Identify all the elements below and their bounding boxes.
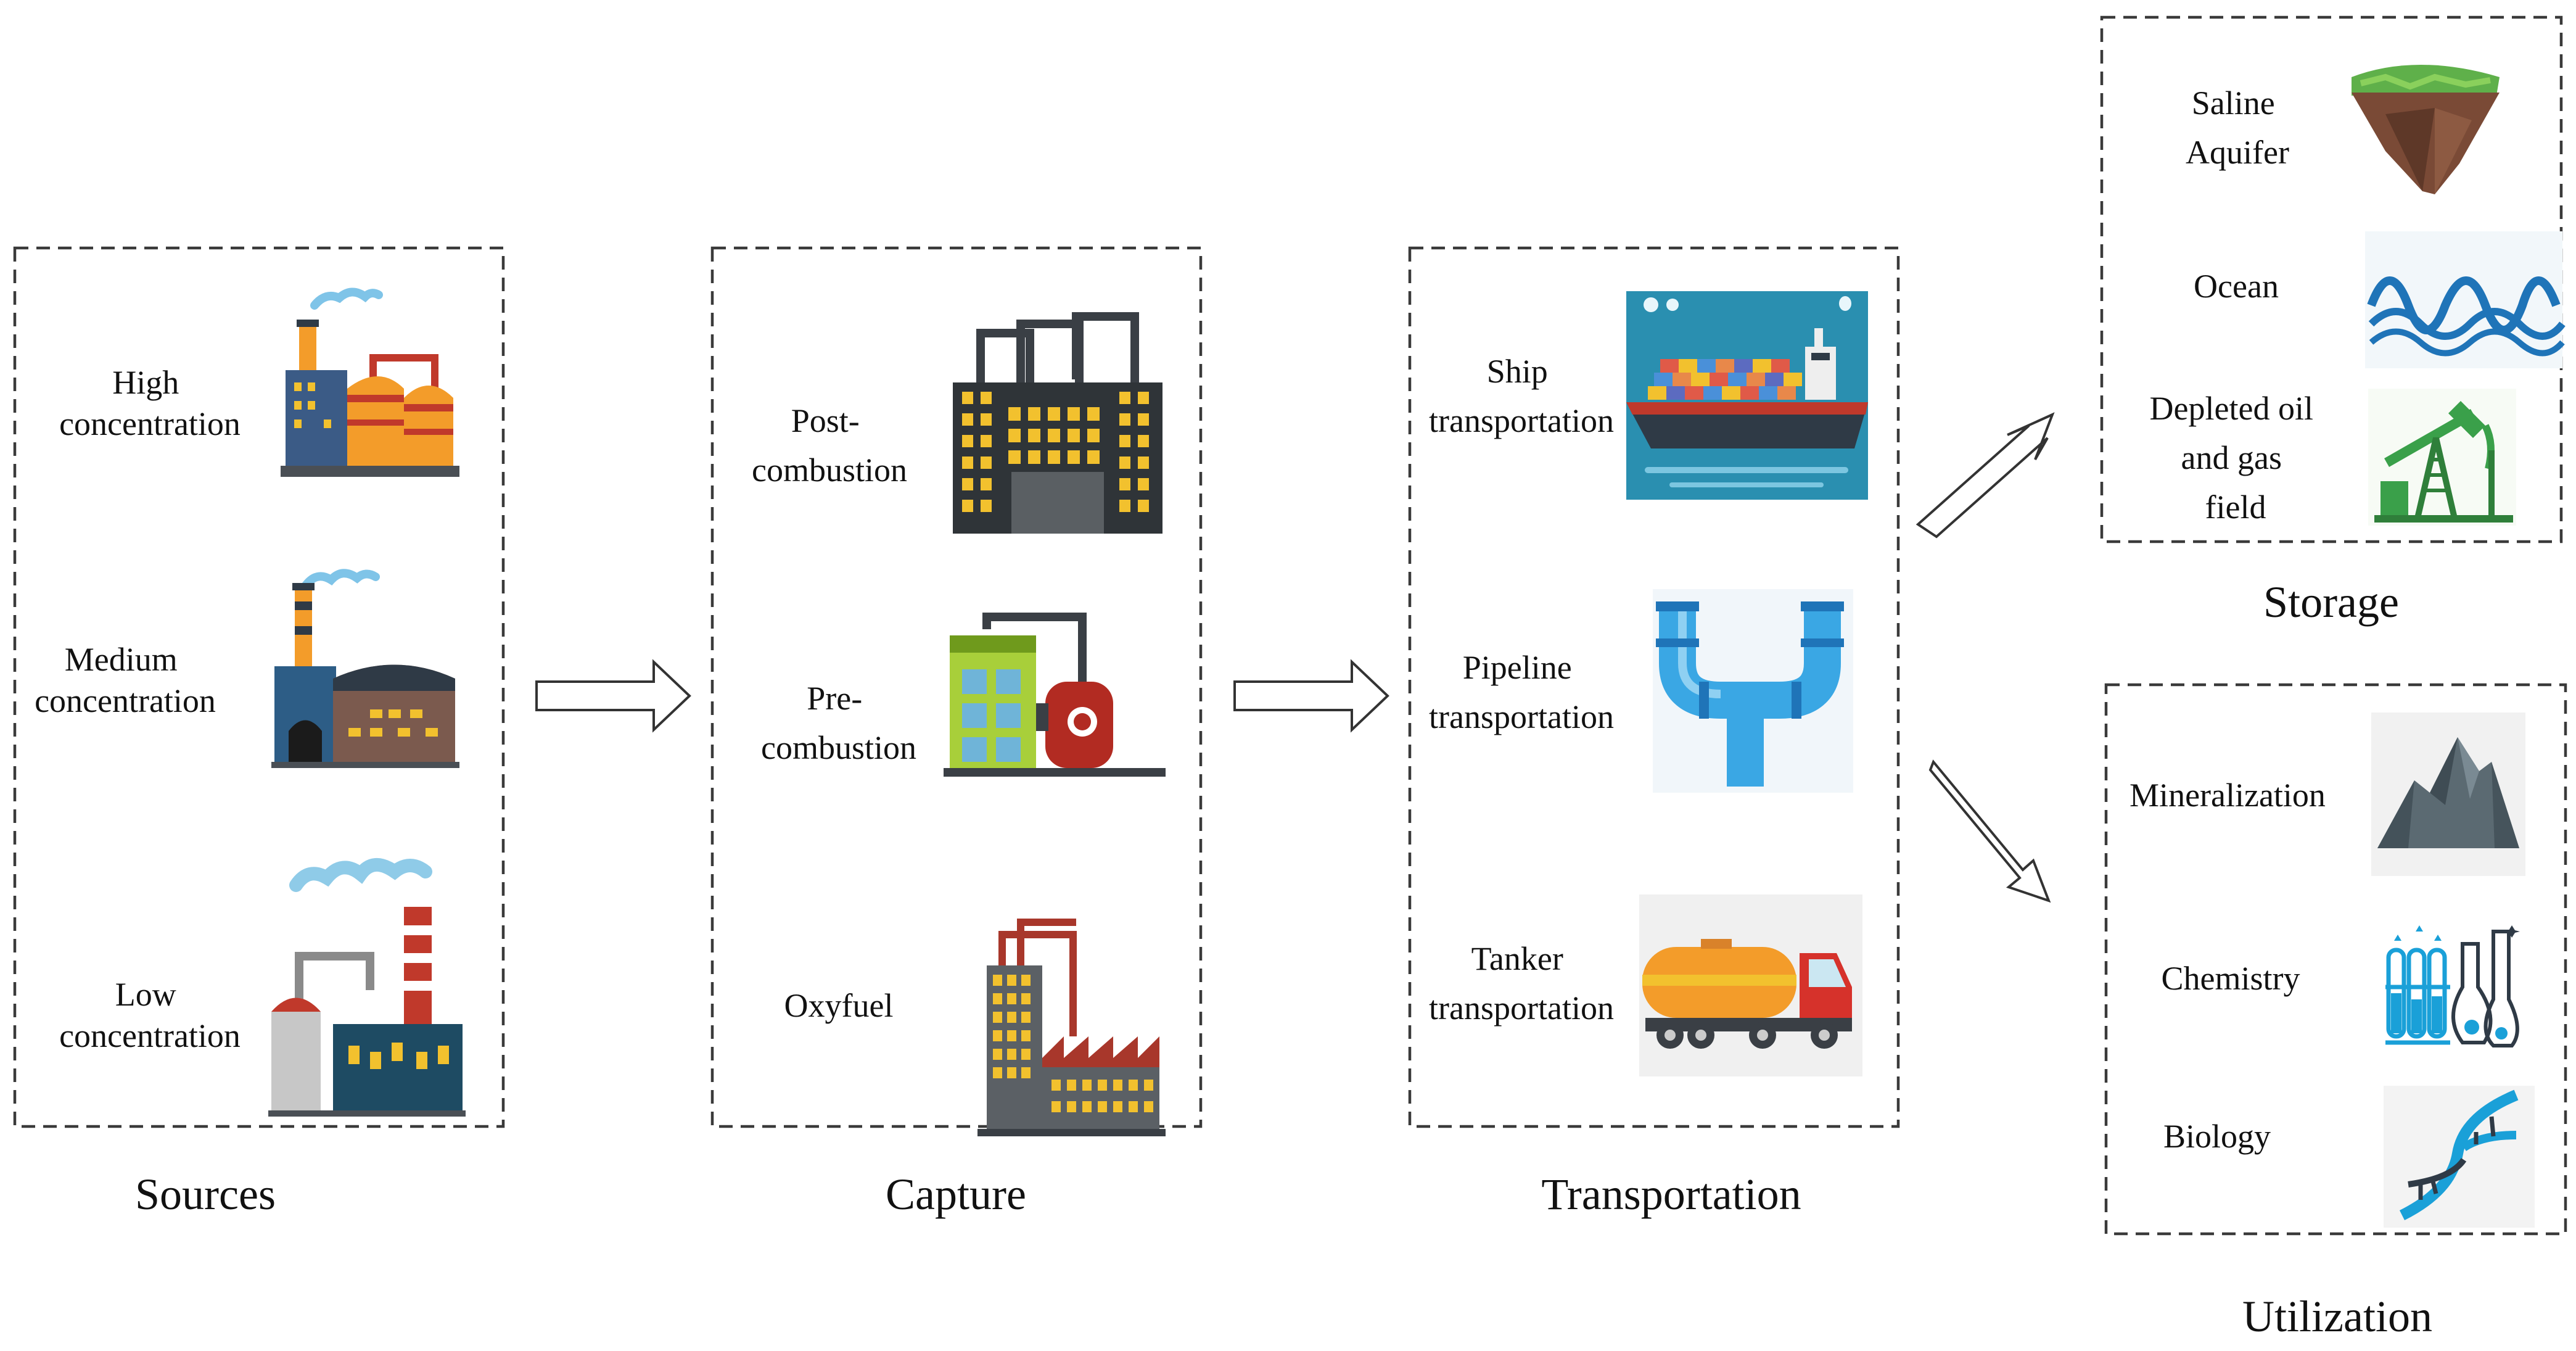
- capture-item-pre-label: Pre- combustion: [761, 680, 916, 766]
- storage-item-saline-label: Saline Aquifer: [2186, 85, 2289, 171]
- post-combustion-plant-icon: [953, 312, 1162, 534]
- capture-panel: [710, 246, 1203, 1128]
- utilization-item-biology-label: Biology: [2163, 1118, 2271, 1155]
- capture-title: Capture: [886, 1170, 1026, 1219]
- cargo-ship-icon: [1626, 291, 1868, 500]
- tanker-truck-icon: [1639, 894, 1862, 1076]
- transportation-to-storage-arrow: [1916, 412, 2055, 539]
- dna-helix-icon: [2384, 1086, 2535, 1228]
- utilization-panel: [2104, 683, 2567, 1236]
- storage-item-depleted-label: Depleted oil and gas field: [2150, 390, 2322, 526]
- mountain-rock-icon: [2371, 713, 2525, 876]
- sources-item-high-label: High concentration: [59, 364, 241, 442]
- utilization-title: Utilization: [2242, 1292, 2432, 1341]
- transportation-panel: [1408, 246, 1900, 1128]
- storage-item-ocean-label: Ocean: [2194, 268, 2279, 305]
- storage-title: Storage: [2263, 577, 2399, 627]
- sources-panel: [13, 246, 505, 1128]
- transport-item-ship-label: Ship transportation: [1429, 353, 1614, 439]
- oxyfuel-plant-icon: [977, 919, 1166, 1136]
- transport-item-tanker-label: Tanker transportation: [1429, 940, 1614, 1027]
- oil-pump-jack-icon: [2368, 389, 2516, 526]
- pipeline-icon: [1653, 589, 1853, 793]
- utilization-item-mineralization-label: Mineralization: [2130, 777, 2326, 814]
- ocean-waves-icon: [2365, 231, 2566, 368]
- capture-to-transportation-arrow: [1233, 659, 1389, 733]
- pre-combustion-plant-icon: [944, 613, 1166, 777]
- transportation-title: Transportation: [1541, 1170, 1801, 1219]
- floating-rock-icon: [2352, 65, 2500, 194]
- capture-item-oxyfuel-label: Oxyfuel: [784, 987, 894, 1024]
- sources-to-capture-arrow: [535, 659, 691, 733]
- capture-item-post-label: Post- combustion: [752, 402, 907, 489]
- utilization-item-chemistry-label: Chemistry: [2162, 960, 2300, 997]
- factory-low-icon: [268, 857, 466, 1117]
- lab-flasks-icon: [2385, 925, 2520, 1047]
- factory-high-icon: [281, 287, 459, 477]
- sources-item-low-label: Low concentration: [59, 976, 241, 1054]
- transport-item-pipeline-label: Pipeline transportation: [1429, 649, 1614, 735]
- factory-medium-icon: [271, 569, 459, 768]
- transportation-to-utilization-arrow: [1928, 759, 2051, 903]
- sources-title: Sources: [135, 1170, 276, 1219]
- sources-item-medium-label: Medium concentration: [35, 641, 216, 719]
